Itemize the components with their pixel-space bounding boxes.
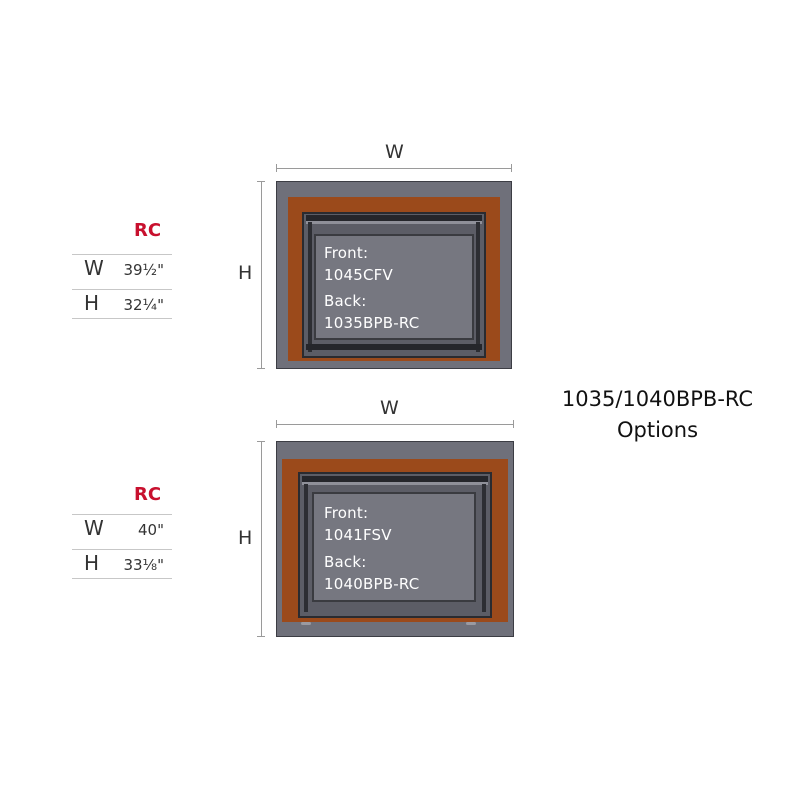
rc-row-value: 39½" (123, 261, 164, 279)
width-dimension-tick-right (513, 420, 514, 428)
rc-heading: RC (134, 220, 162, 241)
height-dimension-tick-top (257, 181, 265, 182)
height-dimension-tick-top (257, 441, 265, 442)
fireplace-top-bar-highlight (306, 221, 482, 224)
fireplace-top-bar-highlight (302, 482, 488, 485)
fireplace-foot-left (301, 622, 311, 625)
rc-row-key: W (84, 256, 104, 280)
back-label: Back: (324, 292, 367, 310)
width-label: W (385, 141, 404, 163)
fireplace-foot-right (466, 622, 476, 625)
rc-row-key: H (84, 291, 100, 315)
back-model: 1040BPB-RC (324, 575, 420, 593)
width-dimension-line (276, 168, 512, 169)
fireplace-side-post-right (482, 484, 486, 612)
height-dimension-tick-bottom (257, 636, 265, 637)
diagram-title-line-2: Options (616, 418, 699, 442)
rc-row-width: W 39½" (72, 254, 172, 284)
height-label: H (238, 262, 253, 284)
rc-heading: RC (134, 484, 162, 505)
fireplace-glass-panel (312, 492, 476, 602)
fireplace-side-post-left (308, 222, 312, 352)
fireplace-bottom-bar (306, 344, 482, 350)
height-dimension-line (261, 181, 262, 369)
front-model: 1041FSV (324, 526, 392, 544)
width-dimension-line (276, 424, 514, 425)
rc-row-key: W (84, 516, 104, 540)
fireplace-top-bar (302, 476, 488, 482)
back-model: 1035BPB-RC (324, 314, 420, 332)
fireplace-side-post-right (476, 222, 480, 352)
rc-row-value: 40" (138, 521, 164, 539)
fireplace-glass-panel (314, 234, 474, 340)
width-dimension-tick-left (276, 164, 277, 172)
rc-row-width: W 40" (72, 514, 172, 544)
height-label: H (238, 527, 253, 549)
front-label: Front: (324, 244, 369, 262)
rc-row-value: 33⅛" (123, 556, 164, 574)
rc-row-value: 32¼" (123, 296, 164, 314)
width-dimension-tick-left (276, 420, 277, 428)
rc-row-height: H 32¼" (72, 289, 172, 319)
fireplace-side-post-left (304, 484, 308, 612)
width-label: W (380, 397, 399, 419)
fireplace-top-bar (306, 215, 482, 221)
front-model: 1045CFV (324, 266, 393, 284)
rc-row-key: H (84, 551, 100, 575)
height-dimension-line (261, 441, 262, 637)
rc-row-height: H 33⅛" (72, 549, 172, 579)
front-label: Front: (324, 504, 369, 522)
width-dimension-tick-right (511, 164, 512, 172)
height-dimension-tick-bottom (257, 368, 265, 369)
diagram-title-line-1: 1035/1040BPB-RC (561, 387, 754, 411)
back-label: Back: (324, 553, 367, 571)
